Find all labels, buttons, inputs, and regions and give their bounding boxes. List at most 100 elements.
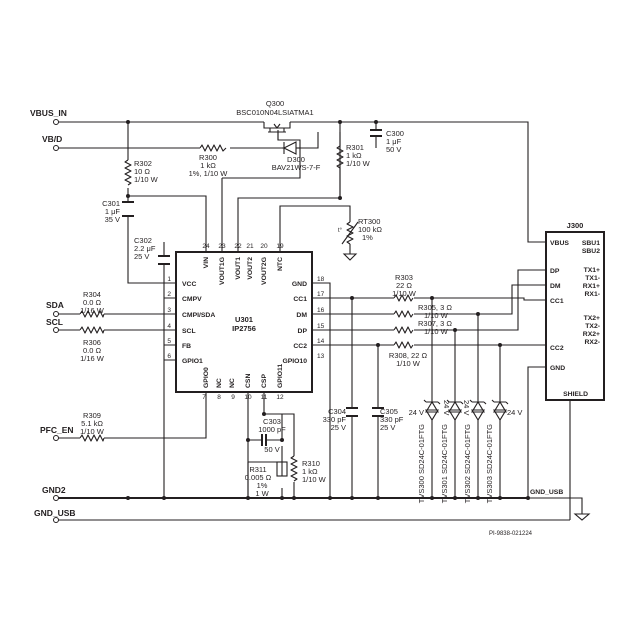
r306-ref: R306 <box>83 338 101 347</box>
tvs300-diode-symbol[interactable] <box>423 399 441 422</box>
u301-pin17-number: 17 <box>317 291 325 298</box>
r308-spec: 1/10 W <box>396 359 421 368</box>
c305-capacitor-symbol[interactable] <box>372 407 384 417</box>
c300-capacitor-symbol[interactable] <box>370 129 382 137</box>
terminal-vbus-in[interactable] <box>53 119 59 125</box>
junction-dot <box>526 496 530 500</box>
j300-pin-rx1p: RX1+ <box>583 283 600 290</box>
junction-dot <box>376 496 380 500</box>
u301-pin14-name: CC2 <box>293 343 307 350</box>
u301-body <box>175 251 313 393</box>
j300-body <box>545 231 605 401</box>
tvs302-diode-symbol[interactable] <box>469 399 487 422</box>
junction-dot <box>246 496 250 500</box>
tvs302-voltage: 24 V <box>462 400 471 415</box>
d300-diode-symbol[interactable] <box>282 141 300 155</box>
j300-pin-rx2p: RX2+ <box>583 331 600 338</box>
u301-pin16-name: DM <box>296 312 307 319</box>
c300-spec: 50 V <box>386 145 401 154</box>
junction-dot <box>280 438 284 442</box>
u301-pin2-name: CMPV <box>182 296 202 303</box>
tvs303-ref: TVS303 SD24C-01FTG <box>485 424 494 503</box>
junction-dot <box>280 496 284 500</box>
j300-pin-dp: DP <box>550 268 560 275</box>
c303-capacitor-symbol[interactable] <box>261 434 267 446</box>
u301-pin3-number: 3 <box>167 307 171 314</box>
c304-value: 330 pF <box>323 415 347 424</box>
c301-capacitor-symbol[interactable] <box>122 201 134 217</box>
r304-resistor-symbol[interactable] <box>79 310 105 318</box>
r305-ref: R305, 3 Ω <box>418 303 452 312</box>
junction-dot <box>126 120 130 124</box>
j300-pin-vbus: VBUS <box>550 240 569 247</box>
u301-pin19-number: 19 <box>276 243 284 250</box>
drawing-id: PI-9838-021224 <box>489 531 533 537</box>
j300-connector[interactable]: J300 VBUS DP DM CC1 CC2 GND SBU1 SBU2 TX… <box>545 221 605 401</box>
u301-pin16-number: 16 <box>317 307 325 314</box>
c301-ref: C301 <box>102 199 120 208</box>
r301-value: 1 kΩ <box>346 151 362 160</box>
r309-resistor-symbol[interactable] <box>79 434 105 442</box>
r300-value: 1 kΩ <box>200 161 216 170</box>
r310-resistor-symbol[interactable] <box>290 455 298 482</box>
u301-pin8-name: NC <box>216 378 223 388</box>
junction-dot <box>498 496 502 500</box>
r305-resistor-symbol[interactable] <box>393 310 414 318</box>
c300-value: 1 μF <box>386 137 402 146</box>
junction-dot <box>126 496 130 500</box>
terminal-sda[interactable] <box>53 311 59 317</box>
u301-pin15-number: 15 <box>317 323 325 330</box>
tvs302-ref: TVS302 SD24C-01FTG <box>463 424 472 503</box>
c300-ref: C300 <box>386 129 404 138</box>
tvs303-diode-symbol[interactable] <box>491 399 509 422</box>
u301-pin1-name: VCC <box>182 281 196 288</box>
terminal-gnd-usb[interactable] <box>53 517 59 523</box>
j300-pin-tx2p: TX2+ <box>584 315 600 322</box>
u301-pin18-number: 18 <box>317 276 325 283</box>
rt300-thermistor-symbol[interactable] <box>341 221 359 245</box>
c302-ref: C302 <box>134 236 152 245</box>
tvs301-diode-symbol[interactable] <box>446 399 464 422</box>
u301-pin9-number: 9 <box>231 394 235 401</box>
terminal-gnd2[interactable] <box>53 495 59 501</box>
net-label-vb-d: VB/D <box>42 134 62 144</box>
u301-pin21-name: VOUT2 <box>247 257 254 280</box>
r308-resistor-symbol[interactable] <box>393 341 414 349</box>
r301-resistor-symbol[interactable] <box>336 145 344 169</box>
c302-capacitor-symbol[interactable] <box>158 255 170 265</box>
c305-spec: 25 V <box>380 423 395 432</box>
r311-shunt-symbol[interactable] <box>276 461 288 477</box>
terminal-scl[interactable] <box>53 327 59 333</box>
terminal-pfc-en[interactable] <box>53 435 59 441</box>
tvs301-voltage: 24 V <box>442 400 451 415</box>
r302-resistor-symbol[interactable] <box>124 159 132 186</box>
u301-pin1-number: 1 <box>167 276 171 283</box>
junction-dot <box>376 343 380 347</box>
terminal-vb-d[interactable] <box>53 145 59 151</box>
u301-pin3-name: CMPI/SDA <box>182 312 215 319</box>
junction-dot <box>374 120 378 124</box>
tvs300-voltage: 24 V <box>409 408 424 417</box>
junction-dot <box>292 496 296 500</box>
u301-pin18-name: GND <box>292 281 307 288</box>
r303-resistor-symbol[interactable] <box>393 294 414 302</box>
junction-dot <box>476 312 480 316</box>
junction-dot <box>262 412 266 416</box>
r311-value: 0.005 Ω <box>245 473 272 482</box>
c304-capacitor-symbol[interactable] <box>346 407 358 417</box>
gnd-usb-ground-symbol <box>573 513 591 521</box>
r307-resistor-symbol[interactable] <box>393 326 414 334</box>
rt300-value: 100 kΩ <box>358 225 382 234</box>
r303-ref: R303 <box>395 273 413 282</box>
c301-value: 1 μF <box>105 207 121 216</box>
u301-ic[interactable]: U301 IP2756 1 VCC 2 CMPV 3 CMPI/SDA 4 SC… <box>167 243 324 401</box>
net-label-sda: SDA <box>46 300 64 310</box>
u301-pin13-number: 13 <box>317 353 325 360</box>
component-symbols <box>79 122 591 521</box>
r302-spec: 1/10 W <box>134 175 159 184</box>
tvs301-ref: TVS301 SD24C-01FTG <box>440 424 449 503</box>
q300-mosfet-symbol[interactable] <box>263 122 291 140</box>
r306-resistor-symbol[interactable] <box>79 326 105 334</box>
junction-dots <box>126 120 530 500</box>
r300-resistor-symbol[interactable] <box>199 144 227 152</box>
